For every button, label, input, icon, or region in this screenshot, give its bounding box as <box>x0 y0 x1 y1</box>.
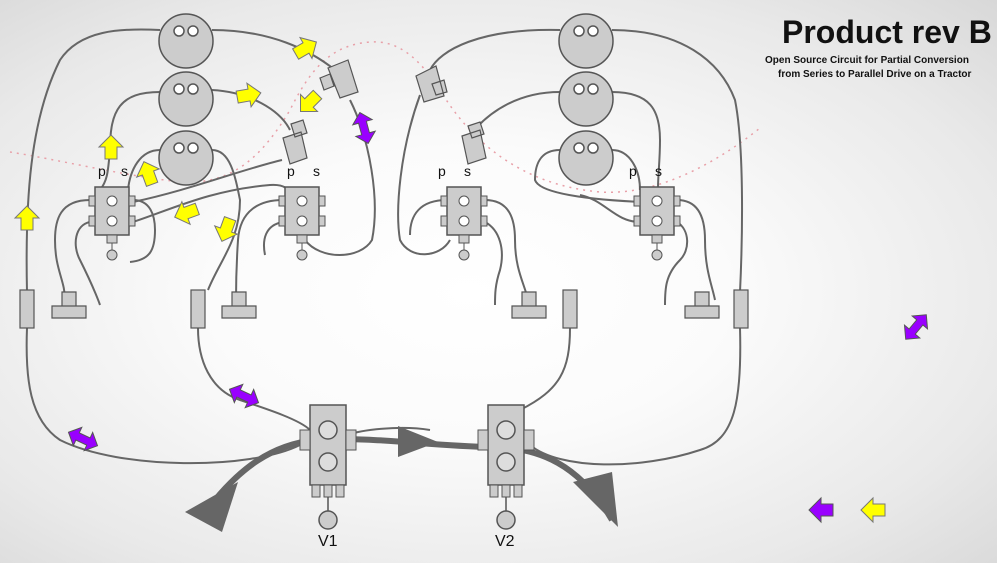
valve-label-v2: V2 <box>495 533 515 550</box>
yellow-arrow-up-icon <box>97 134 125 160</box>
yellow-arrow-down-icon <box>213 216 239 242</box>
motor-ports <box>173 25 599 154</box>
main-flow-arrowhead-mid <box>398 426 438 457</box>
port-label-p: p <box>287 163 295 179</box>
subtitle-line-2: from Series to Parallel Drive on a Tract… <box>778 69 972 80</box>
subtitle-line-1: Open Source Circuit for Partial Conversi… <box>765 55 969 66</box>
main-flow-arrowhead-left <box>185 482 238 532</box>
motors <box>158 13 614 186</box>
port-blocks <box>88 186 681 261</box>
port-label-p: p <box>98 163 106 179</box>
yellow-arrow-right-icon <box>235 82 262 109</box>
hose-lines <box>25 28 744 466</box>
main-flow-path <box>212 436 615 522</box>
page-title: Product rev B <box>782 14 992 50</box>
port-label-p: p <box>438 163 446 179</box>
valve-label-v1: V1 <box>318 533 338 550</box>
yellow-arrow-left-icon <box>174 200 200 226</box>
yellow-arrow-down-icon <box>300 89 323 112</box>
purple-double-arrow-icon <box>67 426 99 452</box>
yellow-arrow-right-icon <box>291 36 318 60</box>
yellow-arrow-up-icon <box>135 161 161 187</box>
yellow-arrow-left-icon <box>860 496 886 524</box>
port-label-p: p <box>629 163 637 179</box>
port-label-s: s <box>464 163 471 179</box>
port-label-s: s <box>655 163 662 179</box>
port-label-s: s <box>121 163 128 179</box>
main-flow-arrowhead-right <box>573 472 618 527</box>
valve-v2[interactable] <box>477 404 535 530</box>
purple-double-arrow-icon <box>351 111 377 145</box>
port-label-s: s <box>313 163 320 179</box>
purple-flow-arrows <box>67 111 929 524</box>
yellow-flow-arrows <box>13 36 886 524</box>
purple-double-arrow-icon <box>903 314 929 340</box>
purple-double-arrow-icon <box>228 383 260 409</box>
tee-fittings <box>19 59 749 329</box>
valve-v1[interactable] <box>299 404 357 530</box>
yellow-arrow-up-icon <box>13 205 41 231</box>
purple-arrow-left-icon <box>808 496 834 524</box>
